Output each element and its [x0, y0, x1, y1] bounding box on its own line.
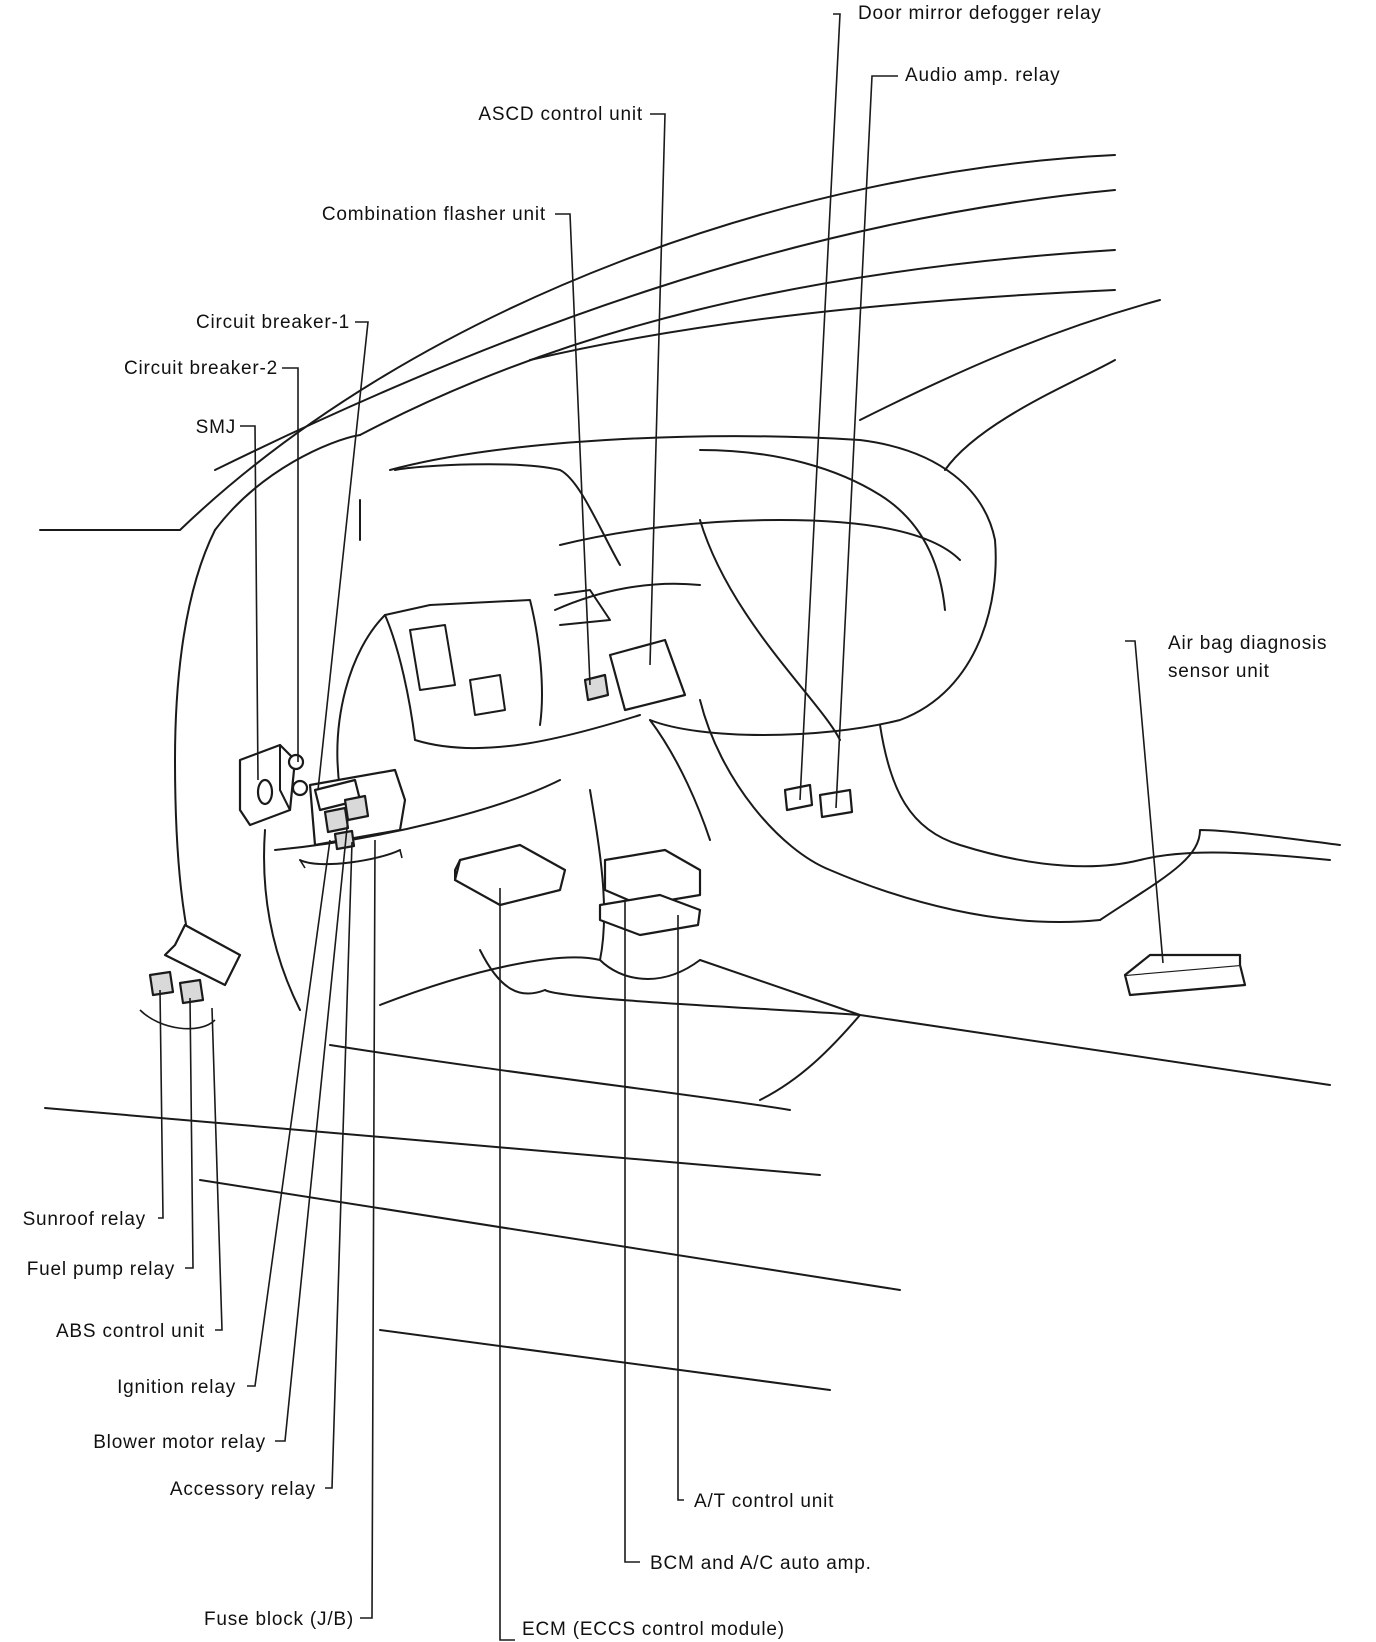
label-abs-control-unit: ABS control unit	[55, 1321, 205, 1342]
pillar-outline	[174, 434, 361, 1011]
floor-lines	[44, 789, 1331, 1391]
label-smj: SMJ	[195, 417, 236, 438]
label-sensor-unit: sensor unit	[1168, 661, 1270, 682]
label-audio-amp-relay: Audio amp. relay	[905, 65, 1061, 86]
label-at-control-unit: A/T control unit	[694, 1491, 835, 1512]
label-ascd-control-unit: ASCD control unit	[478, 104, 643, 125]
label-circuit-breaker-2: Circuit breaker-2	[123, 358, 278, 379]
smj-assembly	[238, 743, 309, 827]
fuse-block-assembly	[299, 768, 407, 869]
label-combination-flasher-unit: Combination flasher unit	[321, 204, 546, 225]
label-accessory-relay: Accessory relay	[169, 1479, 316, 1500]
label-fuse-block: Fuse block (J/B)	[203, 1609, 354, 1630]
label-ecm: ECM (ECCS control module)	[522, 1619, 785, 1640]
label-ignition-relay: Ignition relay	[117, 1377, 236, 1398]
ascd-assembly	[583, 638, 687, 712]
airbag-unit-box	[1123, 953, 1247, 997]
right-relays	[783, 783, 854, 819]
bcm-at-stack	[598, 848, 702, 937]
ecm-box	[453, 843, 567, 907]
label-fuel-pump-relay: Fuel pump relay	[26, 1259, 175, 1280]
label-blower-motor-relay: Blower motor relay	[93, 1432, 266, 1453]
label-sunroof-relay: Sunroof relay	[22, 1209, 146, 1230]
lower-left-relays	[139, 923, 242, 1030]
label-door-mirror-defogger-relay: Door mirror defogger relay	[858, 3, 1102, 24]
label-circuit-breaker-1: Circuit breaker-1	[195, 312, 350, 333]
label-air-bag-diagnosis: Air bag diagnosis	[1168, 633, 1328, 654]
instrument-cluster	[274, 589, 641, 851]
leader-lines	[158, 13, 1164, 1641]
label-bcm-ac-auto-amp: BCM and A/C auto amp.	[650, 1553, 872, 1574]
roof-lines	[39, 154, 1161, 531]
dashboard-outline	[389, 435, 1341, 923]
